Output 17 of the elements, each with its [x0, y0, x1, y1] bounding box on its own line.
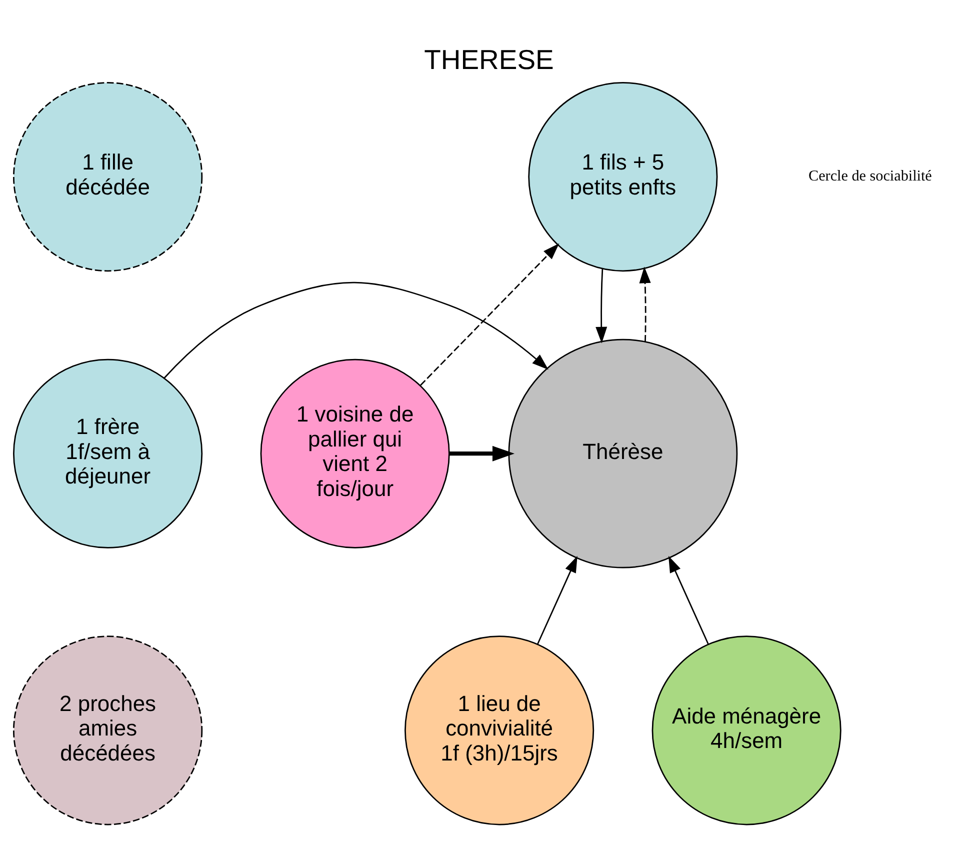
arrow: [164, 282, 548, 378]
arrow: [596, 268, 608, 343]
arrow: [449, 445, 515, 461]
node-circle: 1 lieu de convivialité 1f (3h)/15jrs: [404, 635, 594, 825]
arrow: [668, 555, 709, 644]
node-circle: 1 fils + 5 petits enfts: [528, 82, 718, 272]
diagram-title: THERESE: [424, 43, 554, 74]
label: Cercle de sociabilité: [808, 168, 932, 184]
node-circle: Aide ménagère 4h/sem: [652, 635, 842, 825]
node-circle: 2 proches amies décédées: [13, 635, 203, 825]
arrow: [537, 555, 578, 644]
node-circle: 1 voisine de pallier qui vient 2 fois/jour: [260, 358, 450, 548]
node-circle: Thérèse: [508, 338, 738, 568]
arrow: [639, 266, 651, 342]
node-circle: 1 frère 1f/sem à déjeuner: [13, 358, 203, 548]
node-circle: 1 fille décédée: [13, 82, 203, 272]
arrow: [420, 242, 560, 386]
